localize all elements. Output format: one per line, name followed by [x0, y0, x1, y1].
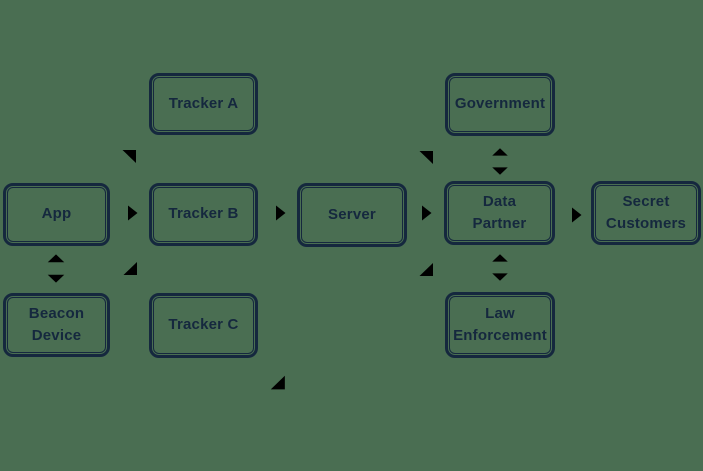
app-beacon-device-twoway-arrow [44, 252, 68, 285]
server-to-law-enforcement-arrow [413, 257, 437, 280]
node-tracker-a-label: Tracker A [168, 94, 239, 112]
node-data-partner-label: Data Partner [472, 192, 527, 233]
government-data-partner-twoway-arrow [488, 146, 512, 177]
node-beacon-device: Beacon Device [3, 293, 110, 357]
node-tracker-b: Tracker B [149, 183, 258, 246]
node-tracker-b-label: Tracker B [168, 205, 239, 223]
node-tracker-a: Tracker A [149, 73, 258, 135]
data-partner-to-secret-customers-arrow [561, 205, 587, 225]
tracker-c-outbound-arrow [264, 369, 289, 394]
server-to-government-arrow [413, 147, 437, 170]
node-server: Server [297, 183, 407, 247]
tracker-b-to-server-arrow [265, 203, 291, 223]
node-app: App [3, 183, 110, 246]
node-server-label: Server [328, 205, 376, 223]
node-tracker-c: Tracker C [149, 293, 258, 358]
node-secret-customers-label: Secret Customers [605, 192, 687, 233]
node-tracker-c-label: Tracker C [168, 316, 239, 334]
node-beacon-device-label: Beacon Device [28, 304, 85, 345]
app-to-tracker-b-arrow [117, 203, 143, 223]
node-app-label: App [41, 205, 72, 223]
node-data-partner: Data Partner [444, 181, 555, 245]
server-to-data-partner-arrow [411, 203, 437, 223]
node-law-enforcement-label: Law Enforcement [453, 304, 547, 345]
app-to-tracker-c-arrow [117, 256, 141, 279]
node-government-label: Government [454, 95, 546, 113]
node-government: Government [445, 73, 555, 136]
node-secret-customers: Secret Customers [591, 181, 701, 245]
data-partner-law-enforcement-twoway-arrow [488, 252, 512, 283]
node-law-enforcement: Law Enforcement [445, 292, 555, 358]
app-to-tracker-a-arrow [116, 146, 140, 169]
